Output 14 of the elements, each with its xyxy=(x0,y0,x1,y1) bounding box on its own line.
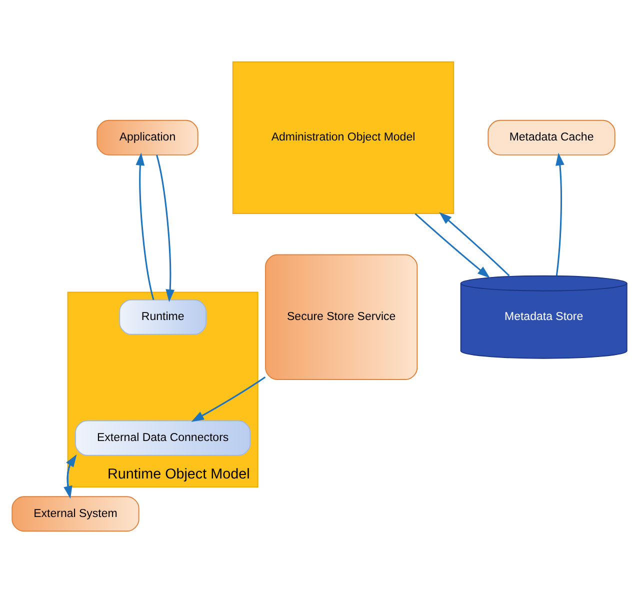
node-box: External Data Connectors xyxy=(75,420,251,456)
node-box: Runtime xyxy=(119,299,206,335)
node-box: Administration Object Model xyxy=(232,61,454,214)
node-box: Metadata Cache xyxy=(488,120,616,156)
node-box: Application xyxy=(96,120,198,156)
node-box: Secure Store Service xyxy=(265,254,418,380)
arrow xyxy=(156,154,175,302)
arrow xyxy=(136,152,154,300)
arrow xyxy=(556,152,564,276)
arrow xyxy=(414,213,490,278)
arrow xyxy=(66,454,77,497)
node-box: External System xyxy=(12,496,140,532)
arrow xyxy=(191,376,266,422)
arrow xyxy=(439,212,510,276)
